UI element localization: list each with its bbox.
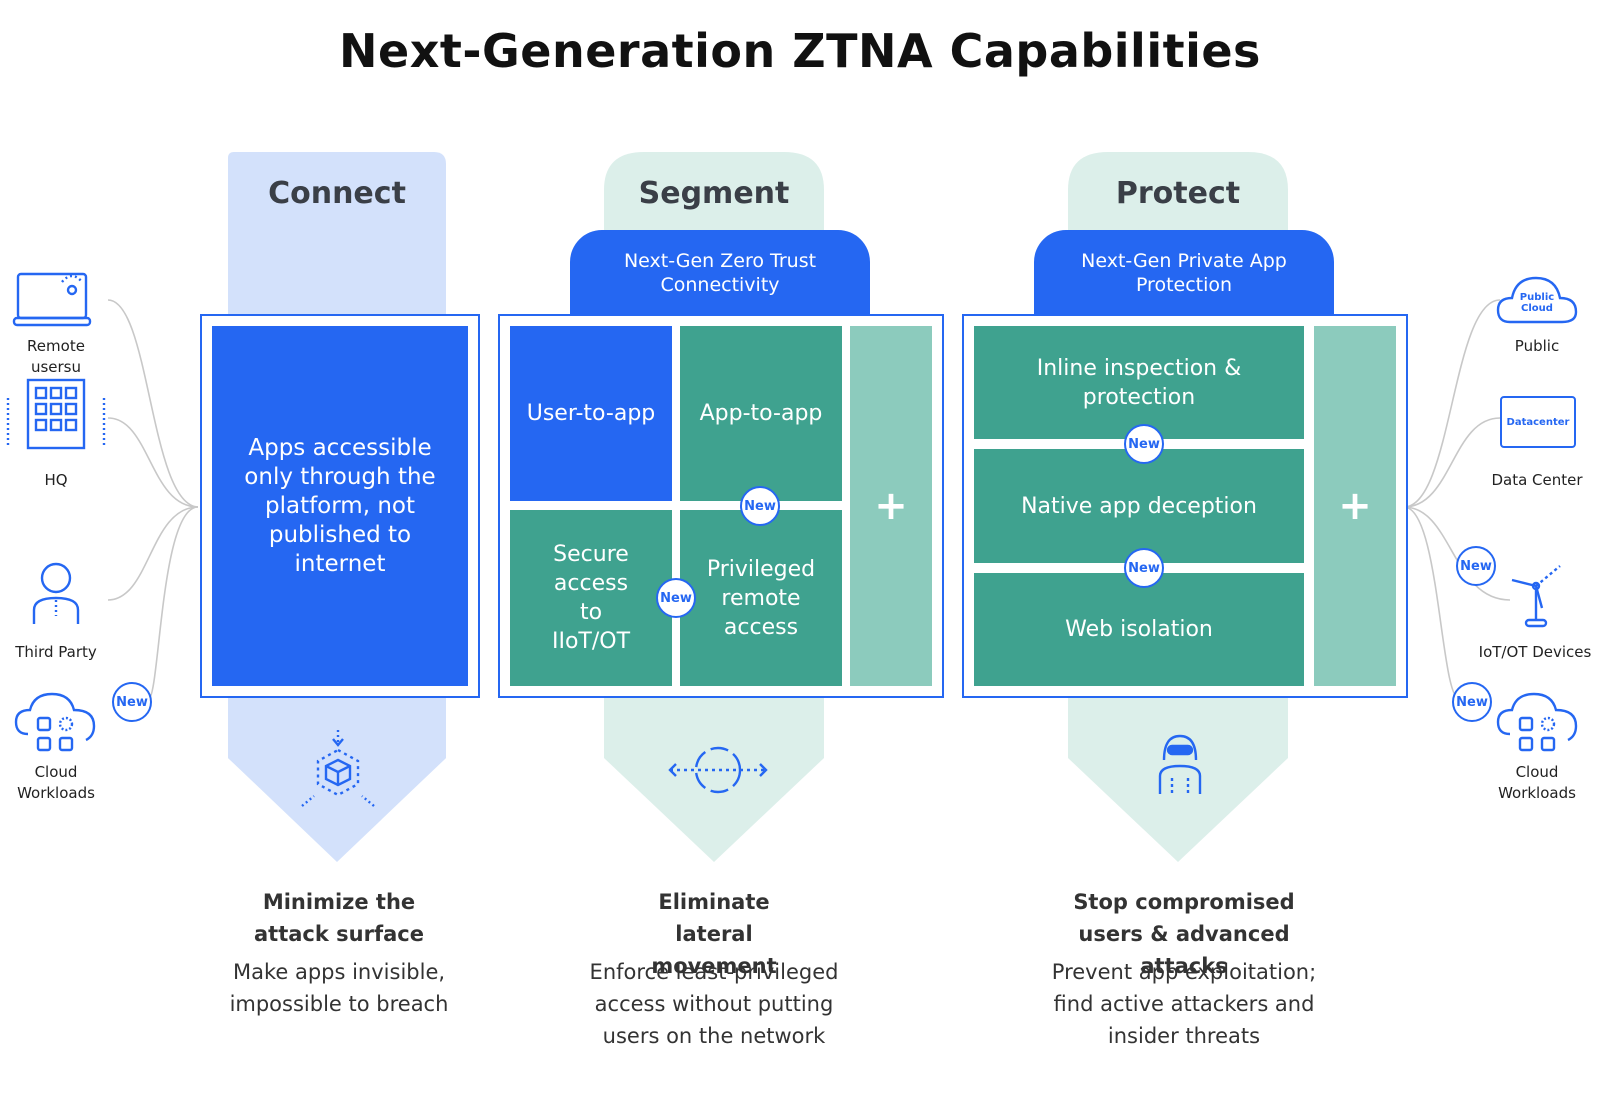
protect-cell-deception: Native app deception xyxy=(974,449,1304,563)
new-badge: New xyxy=(1124,548,1164,588)
lateral-arrows-icon xyxy=(668,746,768,794)
new-badge: New xyxy=(1124,424,1164,464)
connect-outcome-title: Minimize the attack surface xyxy=(254,890,424,946)
right-connectors xyxy=(1403,299,1511,701)
connect-heading: Connect xyxy=(268,176,406,211)
segment-cell-secure-access: Secure access to IIoT/OT xyxy=(510,510,672,686)
remote-user-laptop-icon xyxy=(12,272,92,327)
new-badge: New xyxy=(656,578,696,618)
new-badge: New xyxy=(1456,546,1496,586)
public-cloud-icon-text: Public Cloud xyxy=(1519,292,1555,314)
left-label-third-party: Third Party xyxy=(15,643,97,661)
segment-cell-user-to-app: User-to-app xyxy=(510,326,672,501)
public-cloud-icon: Public Cloud xyxy=(1496,272,1578,326)
cloud-workloads-icon xyxy=(14,692,96,752)
new-badge: New xyxy=(740,486,780,526)
protect-outcome-desc: Prevent app exploitation; find active at… xyxy=(1051,960,1317,1048)
left-connectors xyxy=(107,299,199,701)
connect-outcome-desc: Make apps invisible, impossible to breac… xyxy=(229,960,449,1016)
left-label-cloud-workloads: Cloud Workloads xyxy=(17,763,95,802)
page-title: Next-Generation ZTNA Capabilities xyxy=(339,24,1261,78)
right-label-public: Public xyxy=(1514,337,1560,355)
segment-heading: Segment xyxy=(638,176,790,211)
hexagon-box-icon xyxy=(301,730,375,807)
protect-cell-web-isolation: Web isolation xyxy=(974,573,1304,686)
right-label-cloud-workloads: Cloud Workloads xyxy=(1498,763,1576,802)
right-label-iot-ot-devices: IoT/OT Devices xyxy=(1478,643,1592,661)
protect-tab: Next-Gen Private App Protection xyxy=(1034,230,1334,316)
new-badge: New xyxy=(112,682,152,722)
segment-plus: + xyxy=(850,326,932,686)
segment-cell-privileged-access: Privileged remote access xyxy=(680,510,842,686)
hq-building-icon xyxy=(6,378,106,450)
protect-plus: + xyxy=(1314,326,1396,686)
right-label-data-center: Data Center xyxy=(1491,471,1583,489)
left-label-hq: HQ xyxy=(44,471,68,489)
protect-outcome-title: Stop compromised users & advanced attack… xyxy=(1073,890,1295,978)
segment-tab: Next-Gen Zero Trust Connectivity xyxy=(570,230,870,316)
segment-outcome-title: Eliminate lateral movement xyxy=(651,890,777,978)
protect-heading: Protect xyxy=(1115,176,1241,211)
segment-outcome-desc: Enforce least-privileged access without … xyxy=(589,960,839,1048)
left-label-remote-users: Remote usersu xyxy=(27,337,85,376)
protect-cell-inline-inspection: Inline inspection & protection xyxy=(974,326,1304,439)
segment-cell-app-to-app: App-to-app xyxy=(680,326,842,501)
connect-box: Apps accessible only through the platfor… xyxy=(212,326,468,686)
hooded-attacker-icon xyxy=(1158,734,1202,794)
cloud-workloads-icon xyxy=(1496,692,1578,752)
third-party-user-icon xyxy=(32,562,80,624)
new-badge: New xyxy=(1452,682,1492,722)
wind-turbine-icon xyxy=(1511,565,1561,628)
datacenter-icon: Datacenter xyxy=(1500,396,1576,448)
